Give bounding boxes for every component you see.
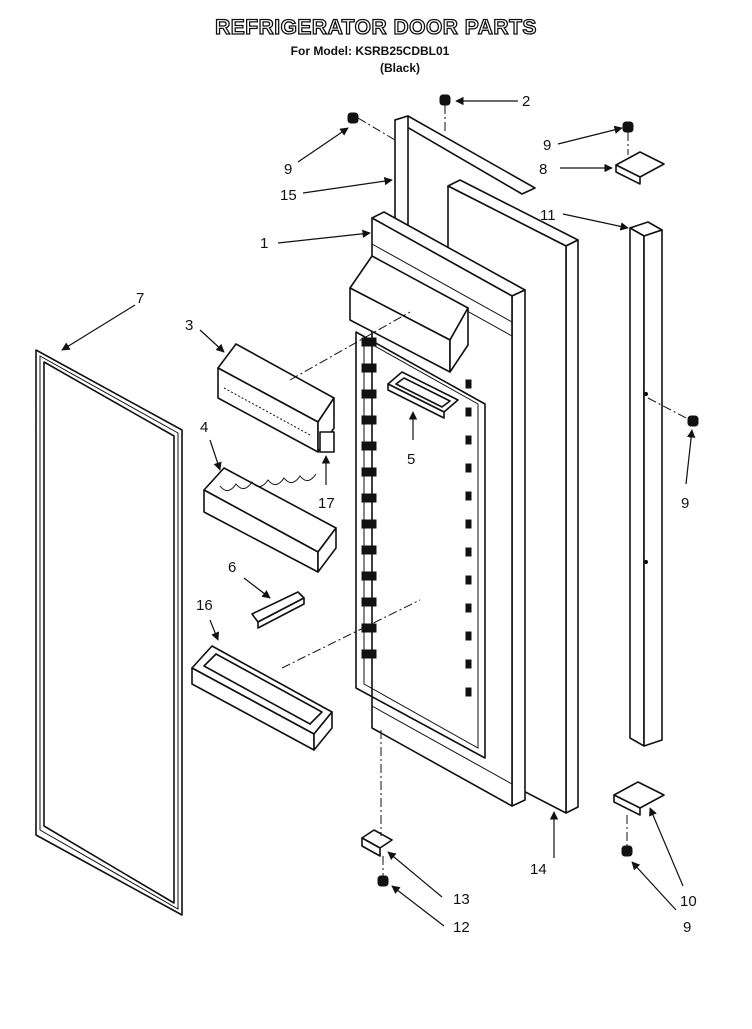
tray-part-5: [387, 371, 459, 419]
callout-8: 8: [539, 161, 547, 178]
callout-9-top-right: 9: [543, 137, 551, 154]
dairy-door-part-3: [217, 343, 335, 453]
callout-13: 13: [453, 891, 470, 908]
bottom-bracket-part-13: [361, 829, 393, 857]
door-handle-part-11: [629, 221, 663, 747]
callout-3: 3: [185, 317, 193, 334]
model-line: For Model: KSRB25CDBL01: [290, 44, 450, 58]
callout-1: 1: [260, 235, 268, 252]
callout-6: 6: [228, 559, 236, 576]
door-bin-part-16: [191, 645, 333, 751]
callout-16: 16: [196, 597, 213, 614]
top-hinge-part-8: [615, 151, 665, 185]
bottom-hinge-part-10: [613, 781, 665, 816]
diagram-title: REFRIGERATOR DOOR PARTS: [214, 15, 537, 39]
callout-7: 7: [136, 290, 144, 307]
door-liner-part-1: [349, 211, 526, 807]
color-line: (Black): [379, 61, 420, 75]
callout-4: 4: [200, 419, 208, 436]
callout-10: 10: [680, 893, 697, 910]
callout-15: 15: [280, 187, 297, 204]
egg-holder-part-4: [203, 467, 337, 573]
door-gasket-part-7: [35, 349, 183, 916]
callout-5: 5: [407, 451, 415, 468]
shelf-rail-studs: [361, 337, 472, 697]
callout-9-top-left: 9: [284, 161, 292, 178]
callout-2: 2: [522, 93, 530, 110]
assembly-lines: [281, 105, 691, 876]
callout-labels: 2 9 15 1 7 3 4 5 17 6 16 9 8 11 9 14 10 …: [136, 93, 697, 936]
callout-14: 14: [530, 861, 547, 878]
callout-12: 12: [453, 919, 470, 936]
top-trim-part-15: [394, 115, 536, 233]
callout-9-handle: 9: [681, 495, 689, 512]
leader-arrows: [61, 96, 696, 927]
callout-9-bottom: 9: [683, 919, 691, 936]
clip-part-17: [319, 431, 335, 453]
callout-17: 17: [318, 495, 335, 512]
bracket-part-6: [251, 591, 305, 629]
callout-11: 11: [540, 207, 556, 224]
